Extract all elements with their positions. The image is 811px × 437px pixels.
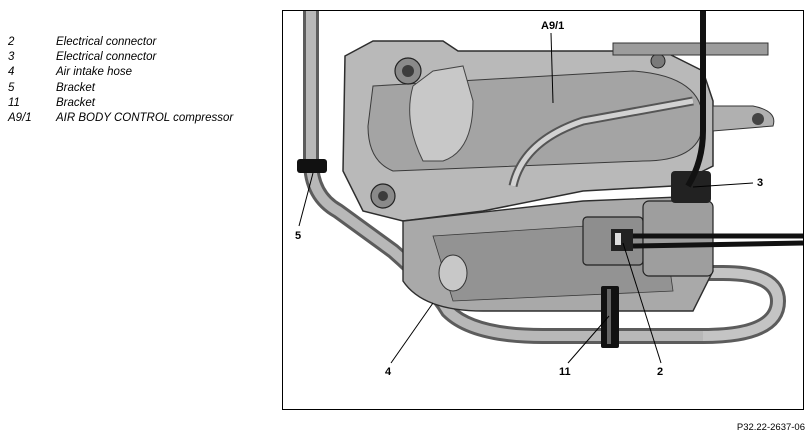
legend-key: 2 [8, 35, 15, 48]
callout-4: 4 [385, 366, 392, 378]
legend-text: Bracket [56, 81, 95, 94]
legend-text: Bracket [56, 96, 95, 109]
cylinder-fin [409, 65, 474, 162]
legend-row: 2 Electrical connector [8, 34, 233, 49]
leader-line-3 [692, 182, 754, 188]
connector-socket [611, 229, 633, 251]
legend-row: A9/1 AIR BODY CONTROL compressor [8, 110, 233, 125]
legend-row: 5 Bracket [8, 80, 233, 95]
callout-3: 3 [757, 177, 763, 189]
legend-text: Electrical connector [56, 50, 157, 63]
motor-end-cap [438, 254, 468, 292]
cable [632, 240, 803, 249]
bolt-hole [650, 53, 666, 69]
legend-text: Electrical connector [56, 35, 157, 48]
leader-line-a91 [550, 32, 554, 104]
legend-row: 4 Air intake hose [8, 65, 233, 80]
loop-pipe-highlight [613, 268, 784, 341]
legend-key: 11 [8, 96, 20, 109]
callout-11: 11 [559, 366, 571, 378]
leader-line-11 [567, 315, 610, 364]
callout-5: 5 [295, 230, 301, 242]
mounting-rod [612, 42, 769, 56]
bolt-hole-center [378, 191, 388, 201]
legend-key: 4 [8, 66, 15, 79]
connector-pin [615, 233, 621, 245]
mounting-bracket-plate [712, 105, 775, 132]
callout-a91: A9/1 [541, 20, 564, 32]
illustration-svg: A9/1 3 5 4 11 2 [295, 11, 803, 378]
legend-text: Air intake hose [56, 66, 133, 79]
legend-text: AIR BODY CONTROL compressor [56, 112, 234, 125]
electrical-connector-3 [671, 171, 711, 203]
cable [685, 11, 706, 188]
bolt-hole-center [402, 65, 414, 77]
legend-key: 3 [8, 50, 15, 63]
legend: 2 Electrical connector 3 Electrical conn… [8, 34, 233, 126]
bracket-5 [297, 159, 327, 173]
legend-row: 11 Bracket [8, 95, 233, 110]
legend-row: 3 Electrical connector [8, 49, 233, 64]
leader-line-4 [390, 302, 434, 364]
compressor-illustration: A9/1 3 5 4 11 2 [282, 10, 804, 410]
leader-line-5 [298, 172, 314, 227]
callout-2: 2 [657, 366, 663, 378]
legend-key: 5 [8, 81, 15, 94]
leader-line-2 [622, 242, 662, 364]
intake-pipe-highlight [510, 98, 694, 187]
legend-key: A9/1 [8, 112, 32, 125]
figure-reference: P32.22-2637-06 [736, 422, 805, 433]
bracket-hole [752, 113, 764, 125]
